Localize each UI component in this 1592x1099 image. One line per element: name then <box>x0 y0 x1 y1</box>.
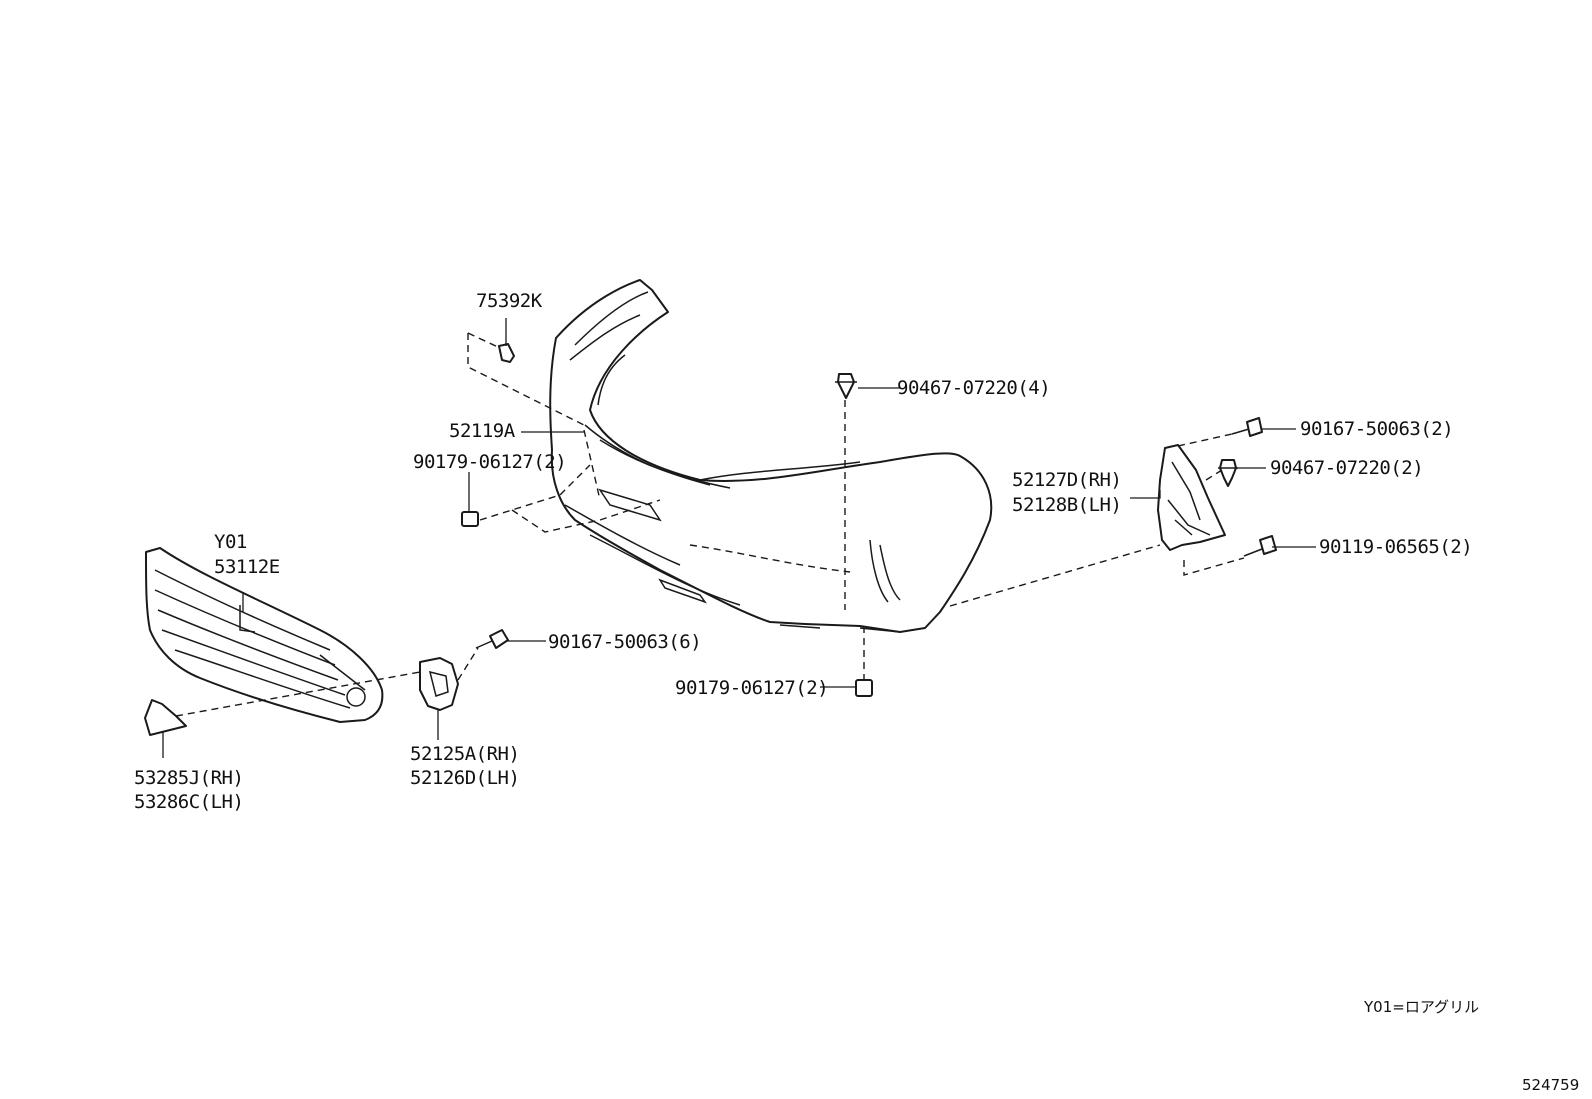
label-53112e: 53112E <box>214 556 280 578</box>
screw-90167-mid <box>475 629 509 649</box>
diagram-id: 524759 <box>1522 1076 1579 1094</box>
label-90179-upper: 90179-06127(2) <box>413 451 566 473</box>
assembly-lines <box>175 332 1245 717</box>
label-90179-lower: 90179-06127(2) <box>675 677 828 699</box>
lower-bracket <box>419 657 459 711</box>
label-52128b: 52128B(LH) <box>1012 494 1121 516</box>
label-90119: 90119-06565(2) <box>1319 536 1472 558</box>
label-90467-right: 90467-07220(2) <box>1270 457 1423 479</box>
label-90167-mid: 90167-50063(6) <box>548 631 701 653</box>
screw-90167-right <box>1231 417 1263 437</box>
label-90467-top: 90467-07220(4) <box>897 377 1050 399</box>
nut-90179-lower <box>855 679 873 697</box>
nut-90179-upper <box>461 511 479 527</box>
clip-75392k <box>498 343 515 363</box>
bolt-90119 <box>1243 535 1277 557</box>
label-y01: Y01 <box>214 531 247 553</box>
label-75392k: 75392K <box>476 290 543 312</box>
clip-90467-top <box>835 373 857 399</box>
label-52127d: 52127D(RH) <box>1012 469 1121 491</box>
label-52126d: 52126D(LH) <box>410 767 519 789</box>
label-52119a: 52119A <box>449 420 516 442</box>
corner-cover <box>144 699 187 736</box>
leader-lines <box>162 318 1316 758</box>
legend-note: Y01=ロアグリル <box>1363 998 1479 1016</box>
lower-grille <box>145 547 384 723</box>
label-53286c: 53286C(LH) <box>134 791 243 813</box>
clip-90467-right <box>1218 459 1238 487</box>
label-90167-right: 90167-50063(2) <box>1300 418 1453 440</box>
label-53285j: 53285J(RH) <box>134 767 243 789</box>
side-retainer <box>1157 444 1226 551</box>
bumper-cover <box>549 279 993 633</box>
label-52125a: 52125A(RH) <box>410 743 519 765</box>
part-labels: 75392K 52119A 90179-06127(2) Y01 53112E … <box>134 290 1473 813</box>
